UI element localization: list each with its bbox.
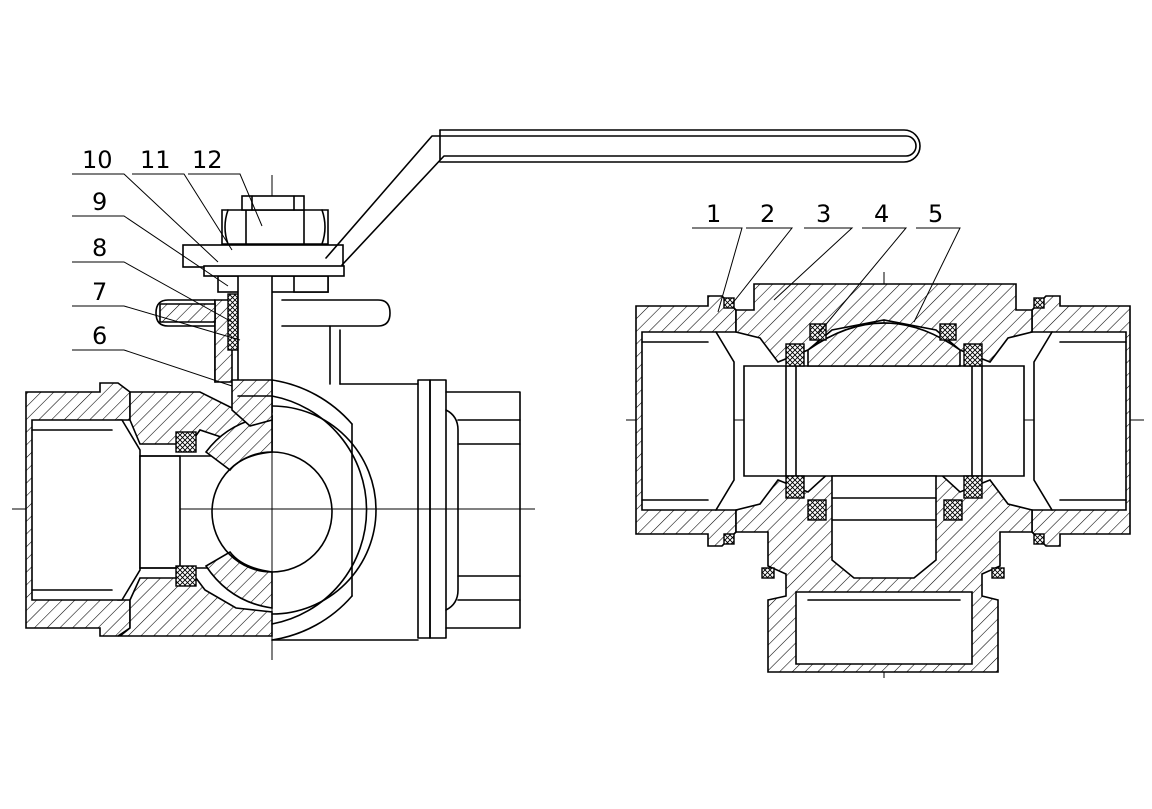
- ball-left-half: [204, 415, 273, 609]
- label-11: 11: [140, 146, 171, 174]
- label-7: 7: [92, 278, 107, 306]
- lock-washer: [203, 265, 345, 277]
- right-callouts: 1 2 3 4 5: [692, 200, 961, 335]
- ball-top: [807, 322, 961, 367]
- stem-nut: [221, 195, 329, 245]
- seat-upper-left: [785, 343, 805, 367]
- label-5: 5: [928, 200, 943, 228]
- seat-top-left: [809, 323, 827, 341]
- seat-branch-right: [943, 499, 963, 521]
- seat-ring-upper: [175, 431, 197, 453]
- label-1: 1: [706, 200, 721, 228]
- label-3: 3: [816, 200, 831, 228]
- mounting-pad: [155, 299, 391, 385]
- right-flange: [417, 379, 521, 639]
- handle-lever: [325, 135, 917, 266]
- left-callouts: 10 11 12 9 8 7 6: [72, 146, 263, 387]
- label-9: 9: [92, 188, 107, 216]
- label-2: 2: [760, 200, 775, 228]
- seat-branch-left: [807, 499, 827, 521]
- seat-lower-left: [785, 475, 805, 499]
- seat-upper-right: [963, 343, 983, 367]
- left-half-section-view: [12, 129, 921, 660]
- label-4: 4: [874, 200, 889, 228]
- handle-plate: [182, 244, 344, 268]
- ball-right-exterior: [271, 329, 419, 641]
- stem-packing: [227, 293, 239, 351]
- seat-lower-right: [963, 475, 983, 499]
- right-full-section-view: [626, 272, 1144, 678]
- left-end-connector: [25, 382, 141, 637]
- label-12: 12: [192, 146, 223, 174]
- label-10: 10: [82, 146, 113, 174]
- seat-top-right: [939, 323, 957, 341]
- label-6: 6: [92, 322, 107, 350]
- seat-ring-lower: [175, 565, 197, 587]
- label-8: 8: [92, 234, 107, 262]
